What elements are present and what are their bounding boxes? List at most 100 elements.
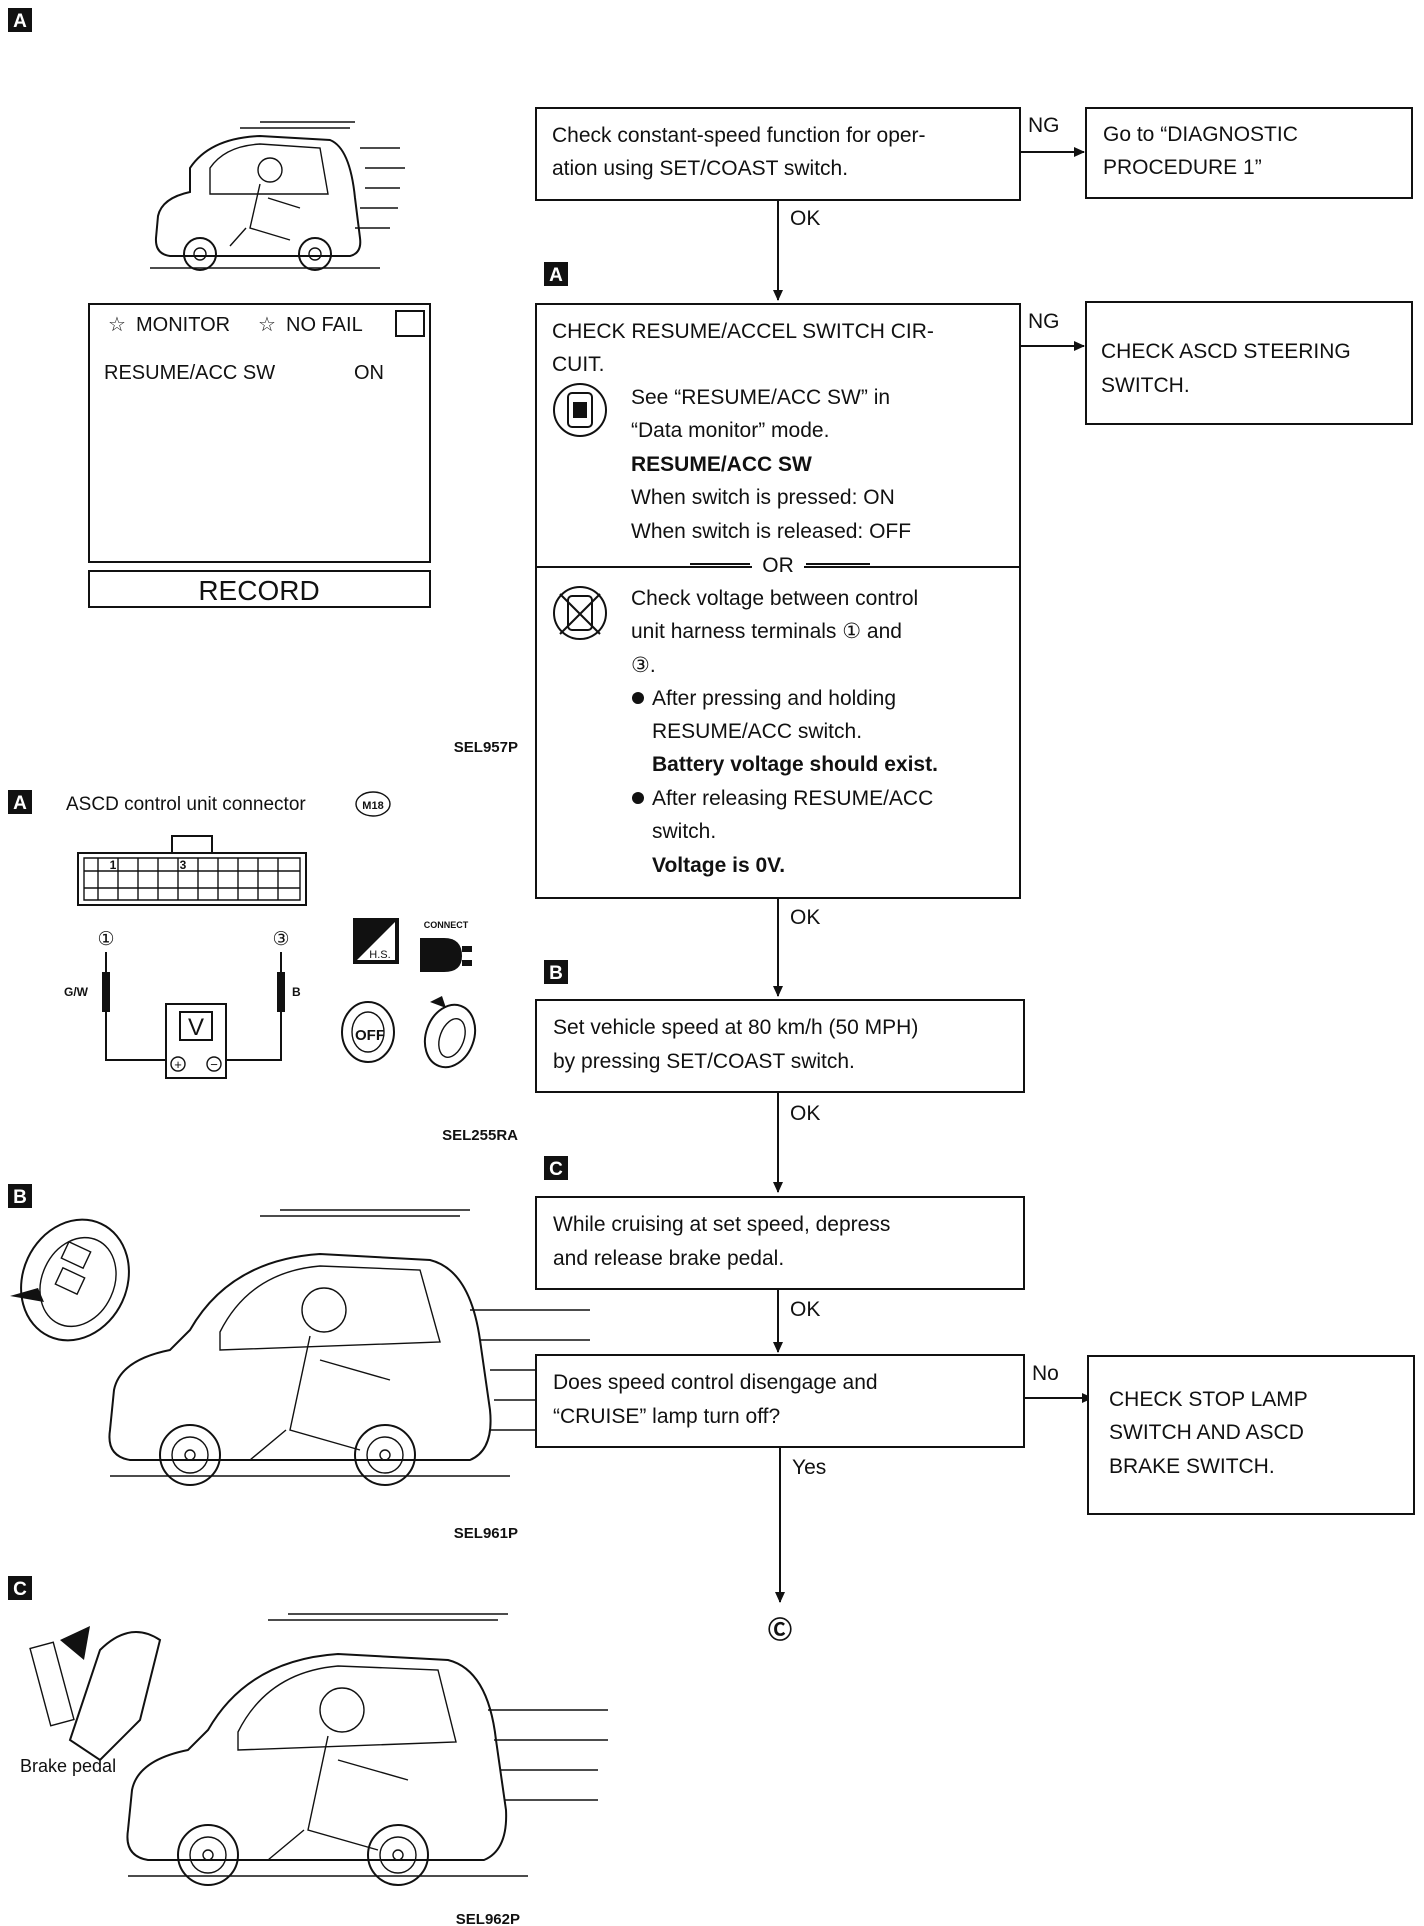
ok-label-4: OK: [790, 1298, 820, 1321]
checkbox-icon: [395, 310, 425, 337]
no-consult-icon: [553, 586, 607, 640]
svg-text:Does speed control disengage a: Does speed control disengage and: [553, 1371, 878, 1394]
brake-pedal-illustration: [29, 1626, 162, 1762]
svg-text:+: +: [174, 1057, 182, 1072]
svg-text:While cruising at set speed, d: While cruising at set speed, depress: [553, 1213, 890, 1236]
svg-text:After releasing RESUME/ACC: After releasing RESUME/ACC: [652, 787, 933, 810]
monitor-header-label: MONITOR: [136, 314, 230, 336]
bullet-icon: [632, 692, 644, 704]
continue-marker-c: Ⓒ: [768, 1616, 792, 1644]
steering-switch-illustration: [10, 1218, 130, 1342]
svg-text:B: B: [13, 1187, 27, 1208]
harness-connector-icon: H.S.: [353, 918, 399, 964]
flow-step-speed-control-disengage: Does speed control disengage and “CRUISE…: [535, 1354, 1025, 1448]
car-driver-illustration-top: [150, 121, 405, 271]
svg-text:When switch is pressed: ON: When switch is pressed: ON: [631, 486, 895, 509]
svg-text:A: A: [13, 11, 27, 32]
ng-label-1: NG: [1028, 114, 1060, 137]
svg-text:H.S.: H.S.: [369, 949, 390, 961]
flow-step-set-vehicle-speed: Set vehicle speed at 80 km/h (50 MPH) by…: [535, 999, 1025, 1093]
svg-text:After pressing and holding: After pressing and holding: [652, 687, 896, 710]
label-b-figure: B: [8, 1184, 32, 1208]
svg-text:−: −: [210, 1057, 218, 1072]
label-c-flow: C: [544, 1156, 568, 1180]
bullet-icon: [632, 792, 644, 804]
svg-text:V: V: [188, 1014, 204, 1041]
svg-text:by pressing SET/COAST switch.: by pressing SET/COAST switch.: [553, 1050, 855, 1073]
label-a-top: A: [8, 8, 32, 32]
svg-text:CUIT.: CUIT.: [552, 353, 605, 376]
pin-1-label: 1: [110, 858, 117, 872]
figure-code-sel962p: SEL962P: [456, 1911, 520, 1926]
star-icon: ☆: [108, 314, 126, 336]
ignition-off-icon: OFF: [341, 1001, 395, 1063]
svg-text:RESUME/ACC switch.: RESUME/ACC switch.: [652, 720, 862, 743]
figure-code-sel255ra: SEL255RA: [442, 1127, 518, 1144]
svg-text:SWITCH AND ASCD: SWITCH AND ASCD: [1109, 1421, 1304, 1444]
figure-code-sel957p: SEL957P: [454, 739, 518, 756]
svg-text:RECORD: RECORD: [198, 575, 319, 606]
flow-box-diagnostic-procedure-1: Go to “DIAGNOSTIC PROCEDURE 1”: [1085, 107, 1413, 199]
consult-monitor-icon: [553, 383, 607, 437]
ng-label-2: NG: [1028, 310, 1060, 333]
svg-text:SWITCH.: SWITCH.: [1101, 374, 1190, 397]
svg-text:Battery voltage should exist.: Battery voltage should exist.: [652, 753, 938, 776]
svg-text:ation using SET/COAST switch.: ation using SET/COAST switch.: [552, 157, 848, 180]
label-c-figure: C: [8, 1576, 32, 1600]
no-fail-label: NO FAIL: [286, 314, 363, 336]
ok-label-2: OK: [790, 906, 820, 929]
terminal-3-label: ③: [272, 929, 289, 950]
svg-text:“CRUISE” lamp turn off?: “CRUISE” lamp turn off?: [553, 1405, 780, 1428]
flow-step-check-resume-accel-circuit: CHECK RESUME/ACCEL SWITCH CIR- CUIT. See…: [535, 303, 1021, 899]
label-a-flow: A: [544, 262, 568, 286]
terminal-1-label: ①: [97, 929, 114, 950]
svg-text:switch.: switch.: [652, 820, 716, 843]
connector-id-badge: M18: [355, 791, 391, 817]
svg-text:BRAKE SWITCH.: BRAKE SWITCH.: [1109, 1455, 1275, 1478]
svg-text:unit harness terminals ① and: unit harness terminals ① and: [631, 620, 902, 643]
svg-text:C: C: [549, 1159, 563, 1180]
svg-text:PROCEDURE 1”: PROCEDURE 1”: [1103, 156, 1262, 179]
svg-text:CHECK ASCD STEERING: CHECK ASCD STEERING: [1101, 340, 1351, 363]
svg-text:A: A: [13, 793, 27, 814]
flow-step-depress-brake-pedal: While cruising at set speed, depress and…: [535, 1196, 1025, 1290]
monitor-row-value: ON: [354, 362, 384, 384]
data-monitor-screen: ☆ MONITOR ☆ NO FAIL RESUME/ACC SW ON: [88, 303, 431, 563]
wire-color-b: B: [292, 985, 301, 999]
svg-text:“Data monitor” mode.: “Data monitor” mode.: [631, 419, 829, 442]
label-a-connector: A: [8, 790, 32, 814]
or-divider: OR: [762, 554, 794, 577]
flow-box-check-steering-switch: CHECK ASCD STEERING SWITCH.: [1085, 301, 1413, 425]
flow-step-check-constant-speed: Check constant-speed function for oper- …: [535, 107, 1021, 201]
svg-text:Voltage is 0V.: Voltage is 0V.: [652, 854, 785, 877]
svg-text:C: C: [13, 1579, 27, 1600]
voltmeter-circuit: ① ③ G/W B V + −: [64, 929, 301, 1079]
svg-text:Check constant-speed function: Check constant-speed function for oper-: [552, 124, 926, 147]
ok-label-3: OK: [790, 1102, 820, 1125]
pin-3-label: 3: [180, 858, 187, 872]
svg-text:and release brake pedal.: and release brake pedal.: [553, 1247, 784, 1270]
svg-text:CHECK RESUME/ACCEL SWITCH CIR-: CHECK RESUME/ACCEL SWITCH CIR-: [552, 320, 934, 343]
star-icon: ☆: [258, 314, 276, 336]
svg-text:③.: ③.: [631, 654, 656, 677]
connect-icon: CONNECT: [420, 920, 472, 972]
svg-text:CHECK STOP LAMP: CHECK STOP LAMP: [1109, 1388, 1308, 1411]
no-label: No: [1032, 1362, 1059, 1385]
yes-label: Yes: [792, 1456, 826, 1479]
svg-text:See “RESUME/ACC SW” in: See “RESUME/ACC SW” in: [631, 386, 890, 409]
figure-code-sel961p: SEL961P: [454, 1525, 518, 1542]
svg-text:B: B: [549, 963, 563, 984]
svg-text:M18: M18: [362, 800, 383, 812]
ok-label-1: OK: [790, 207, 820, 230]
svg-text:Go to “DIAGNOSTIC: Go to “DIAGNOSTIC: [1103, 123, 1298, 146]
record-button[interactable]: RECORD: [88, 570, 431, 608]
key-switch-icon: [423, 996, 477, 1069]
wire-color-gw: G/W: [64, 985, 89, 999]
car-braking-illustration: [126, 1613, 608, 1886]
svg-text:CONNECT: CONNECT: [424, 920, 469, 930]
svg-text:RESUME/ACC SW: RESUME/ACC SW: [631, 453, 812, 476]
label-b-flow: B: [544, 960, 568, 984]
svg-text:Set vehicle speed at 80 km/h (: Set vehicle speed at 80 km/h (50 MPH): [553, 1016, 918, 1039]
connector-title: ASCD control unit connector: [66, 794, 306, 815]
